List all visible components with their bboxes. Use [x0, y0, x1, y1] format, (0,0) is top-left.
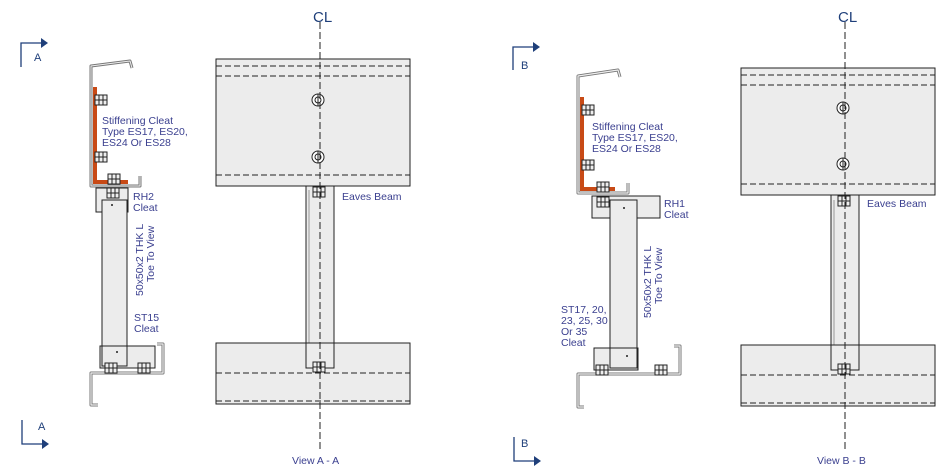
view-caption: View A - A: [292, 455, 339, 467]
top-cleat-label: RH1 Cleat: [664, 198, 689, 221]
section-detail: [89, 59, 165, 407]
eaves-beam-label: Eaves Beam: [867, 198, 927, 210]
section-marker-top: B: [512, 42, 540, 72]
section-mark-letter: A: [38, 421, 46, 433]
centerline-symbol: CL: [838, 9, 857, 26]
section-mark-letter: A: [34, 52, 42, 64]
angle-member: [609, 199, 638, 371]
top-cleat-label: RH2 Cleat: [133, 191, 158, 214]
section-marker-bottom: B: [513, 437, 541, 466]
rafter: [740, 67, 936, 196]
view-caption: View B - B: [817, 455, 866, 467]
angle-member: [101, 199, 128, 369]
view-a: A A: [20, 9, 411, 467]
rafter: [215, 58, 411, 187]
section-marker-top: A: [20, 38, 48, 67]
angle-label: 50x50x2 THK L Toe To View: [642, 243, 665, 318]
bottom-cleat-label: ST15 Cleat: [134, 312, 162, 335]
section-mark-letter: B: [521, 60, 528, 72]
bottom-cleat-label: ST17, 20, 23, 25, 30 Or 35 Cleat: [561, 304, 611, 349]
section-detail: [576, 68, 682, 409]
section-marker-bottom: A: [21, 420, 49, 449]
angle-label: 50x50x2 THK L Toe To View: [134, 221, 157, 296]
elevation: CL: [740, 9, 936, 452]
centerline-symbol: CL: [313, 9, 332, 26]
stiffening-cleat-label: Stiffening Cleat Type ES17, ES20, ES24 O…: [102, 115, 191, 149]
section-mark-letter: B: [521, 438, 528, 450]
eaves-beam-label: Eaves Beam: [342, 191, 402, 203]
stiffening-cleat-label: Stiffening Cleat Type ES17, ES20, ES24 O…: [592, 121, 681, 155]
elevation: CL: [215, 9, 411, 452]
view-b: B B Stiffening Cleat: [512, 9, 936, 467]
